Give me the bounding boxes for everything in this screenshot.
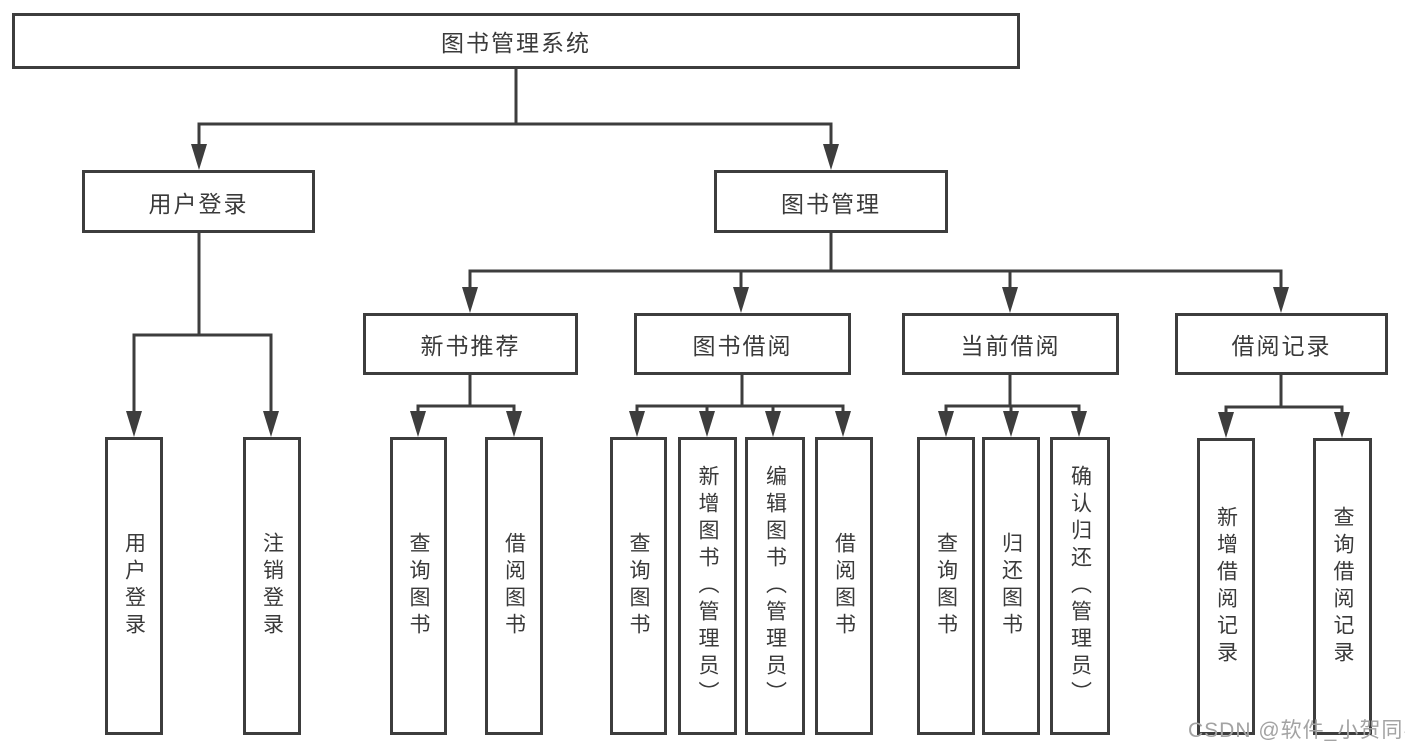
node-label: 当前借阅 — [960, 333, 1061, 359]
leaf-label: 借阅图书 — [832, 532, 856, 640]
node-library-management-system: 图书管理系统 — [12, 13, 1020, 69]
leaf-label: 新增借阅记录 — [1214, 505, 1238, 668]
leaf-borrow-books-1: 借阅图书 — [485, 437, 543, 735]
leaf-label: 查询图书 — [627, 532, 650, 640]
leaf-label: 查询借阅记录 — [1331, 505, 1354, 668]
leaf-add-borrow-record: 新增借阅记录 — [1197, 438, 1255, 735]
leaf-label: 用户登录 — [122, 532, 146, 640]
node-current-borrow: 当前借阅 — [902, 313, 1119, 375]
node-label: 借阅记录 — [1231, 333, 1332, 359]
node-label: 新书推荐 — [420, 333, 521, 359]
leaf-label: 确认归还（管理员） — [1068, 464, 1092, 708]
node-label: 图书管理 — [781, 190, 881, 217]
leaf-label: 注销登录 — [260, 532, 284, 640]
node-label: 用户登录 — [148, 190, 249, 217]
leaf-query-books-1: 查询图书 — [390, 437, 447, 735]
leaf-borrow-books-2: 借阅图书 — [815, 437, 873, 735]
leaf-user-login: 用户登录 — [105, 437, 163, 735]
node-book-borrow: 图书借阅 — [634, 313, 851, 375]
leaf-label: 借阅图书 — [502, 532, 526, 640]
node-book-management: 图书管理 — [714, 170, 948, 233]
leaf-logout: 注销登录 — [243, 437, 301, 735]
leaf-label: 编辑图书（管理员） — [763, 464, 787, 708]
leaf-label: 查询图书 — [407, 532, 430, 640]
leaf-confirm-return-admin: 确认归还（管理员） — [1050, 437, 1110, 735]
leaf-query-books-3: 查询图书 — [917, 437, 975, 735]
leaf-return-book: 归还图书 — [982, 437, 1040, 735]
node-borrow-records: 借阅记录 — [1175, 313, 1388, 375]
node-label: 图书借阅 — [692, 333, 793, 359]
leaf-query-borrow-record: 查询借阅记录 — [1313, 438, 1372, 735]
leaf-edit-book-admin: 编辑图书（管理员） — [745, 437, 805, 735]
leaf-label: 归还图书 — [999, 532, 1023, 640]
node-label: 图书管理系统 — [441, 30, 591, 56]
watermark: CSDN @软件_小贺同学 — [1188, 719, 1405, 742]
leaf-query-books-2: 查询图书 — [610, 437, 667, 735]
leaf-label: 查询图书 — [934, 532, 958, 640]
node-user-login: 用户登录 — [82, 170, 315, 233]
leaf-label: 新增图书（管理员） — [696, 464, 719, 708]
leaf-add-book-admin: 新增图书（管理员） — [678, 437, 737, 735]
node-new-book-recommend: 新书推荐 — [363, 313, 578, 375]
